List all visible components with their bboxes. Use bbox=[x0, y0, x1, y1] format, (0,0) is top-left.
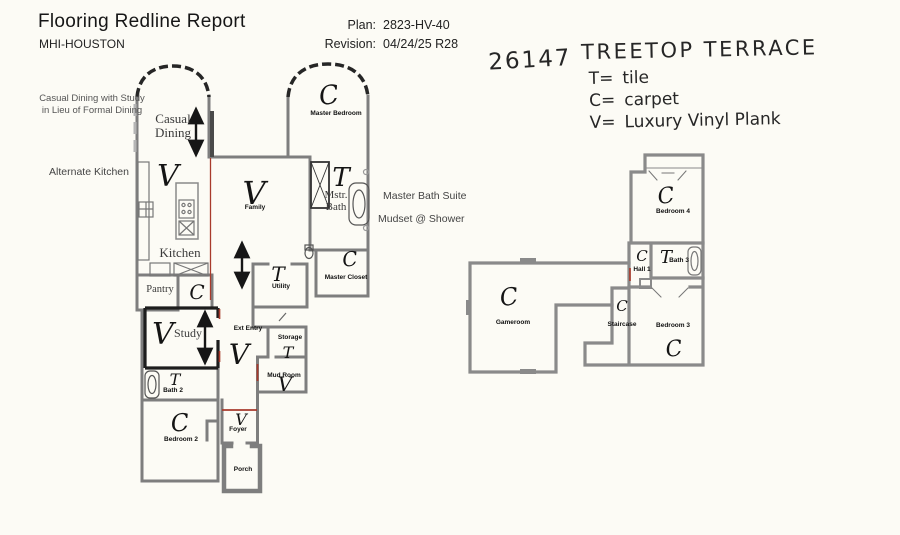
flooring-letter-foyer: V bbox=[235, 410, 248, 429]
page-title: Flooring Redline Report bbox=[38, 11, 246, 32]
room-label-master-closet: Master Closet bbox=[325, 274, 368, 281]
room-label-bath3: Bath 3 bbox=[669, 257, 689, 264]
page-subtitle: MHI-HOUSTON bbox=[39, 37, 125, 51]
room-label-mstr-bath-2: Bath bbox=[326, 201, 347, 213]
room-label-storage: Storage bbox=[278, 334, 303, 341]
flooring-letter-mud-room: V bbox=[278, 372, 295, 396]
master-bath-suite-note: Master Bath Suite bbox=[383, 190, 467, 202]
room-label-casual-dining-1: Casual bbox=[155, 111, 191, 126]
door-swing-icon bbox=[278, 312, 287, 322]
plan-value: 2823-HV-40 bbox=[383, 18, 450, 32]
revision-row: Revision: 04/24/25 R28 bbox=[318, 37, 458, 51]
room-label-master-bedroom: Master Bedroom bbox=[310, 110, 362, 117]
revision-value: 04/24/25 R28 bbox=[383, 37, 459, 51]
floor1-walls-foyer bbox=[220, 398, 259, 445]
island-sink-icon bbox=[178, 220, 195, 236]
floor1-walls-bedroom2-wing bbox=[140, 310, 220, 483]
bath3-tub-icon bbox=[687, 246, 702, 276]
mudset-note: Mudset @ Shower bbox=[378, 213, 465, 225]
floor1-walls-family-master bbox=[207, 94, 370, 252]
floor1-walls-utility bbox=[251, 262, 309, 309]
room-label-staircase: Staircase bbox=[608, 321, 637, 328]
flooring-letter-bath2: T bbox=[170, 370, 182, 389]
door-swing-chevrons bbox=[648, 170, 689, 298]
room-label-mud-room: Mud Room bbox=[267, 372, 301, 379]
flooring-letter-closet-by-pantry: C bbox=[189, 280, 204, 304]
kitchen-counter bbox=[137, 161, 150, 261]
room-label-foyer: Foyer bbox=[229, 426, 247, 433]
plan-info: Plan: 2823-HV-40 Revision: 04/24/25 R28 bbox=[318, 18, 458, 56]
floor1-arched-bays bbox=[135, 62, 370, 98]
kitchen-cabinets bbox=[149, 262, 209, 277]
flooring-letter-gameroom: C bbox=[498, 282, 520, 312]
dining-bay-arch bbox=[135, 64, 211, 98]
room-label-bedroom2: Bedroom 2 bbox=[164, 436, 198, 443]
floor2-walls-bedroom4 bbox=[627, 153, 705, 289]
bath2-tub-icon bbox=[144, 370, 160, 399]
flooring-letter-bedroom4: C bbox=[656, 183, 676, 210]
master-bathtub-icon bbox=[348, 182, 370, 226]
floor1-fixtures bbox=[137, 161, 370, 399]
direction-arrows bbox=[187, 106, 251, 366]
plan-row: Plan: 2823-HV-40 bbox=[318, 18, 458, 32]
room-label-utility: Utility bbox=[272, 283, 290, 290]
flooring-letter-master-closet: C bbox=[341, 246, 359, 271]
room-label-casual-dining-2: Dining bbox=[155, 125, 192, 140]
room-label-porch: Porch bbox=[234, 466, 252, 473]
flooring-letter-storage: T bbox=[283, 343, 295, 362]
range-icon bbox=[138, 201, 154, 218]
floor1-walls-storage-mudroom bbox=[251, 305, 308, 445]
room-label-mstr-bath-1: Mstr. bbox=[325, 189, 348, 201]
flooring-letter-master-bedroom: C bbox=[317, 80, 341, 112]
floor2-plan bbox=[466, 153, 705, 374]
room-label-pantry: Pantry bbox=[146, 284, 174, 295]
room-label-family: Family bbox=[245, 204, 266, 211]
shower-icon bbox=[310, 161, 330, 209]
floor1-walls-porch bbox=[221, 443, 263, 494]
revision-label: Revision: bbox=[324, 37, 376, 51]
master-bedroom-bay-arch bbox=[286, 62, 370, 98]
toilet-icon bbox=[304, 244, 314, 260]
study-walls-bold bbox=[143, 306, 220, 370]
room-label-bedroom3: Bedroom 3 bbox=[656, 322, 690, 329]
redline-marks bbox=[209, 158, 631, 411]
flooring-letter-casual-dining: V bbox=[157, 159, 182, 194]
flooring-letter-utility: T bbox=[271, 262, 286, 286]
flooring-letter-hall1: C bbox=[636, 247, 648, 265]
plan-label: Plan: bbox=[347, 18, 377, 32]
flooring-letter-bath3: T bbox=[660, 247, 674, 268]
floor1-walls-master-bath-closet bbox=[308, 158, 370, 298]
door-knob-icon bbox=[362, 224, 370, 232]
flooring-letter-staircase: C bbox=[616, 297, 628, 315]
room-label-study: Study bbox=[174, 326, 202, 340]
flooring-letter-study: V bbox=[152, 317, 177, 352]
room-label-kitchen: Kitchen bbox=[159, 245, 201, 260]
room-label-ext-entry: Ext Entry bbox=[234, 325, 263, 332]
flooring-letter-ext-entry: V bbox=[229, 338, 252, 371]
room-label-hall1: Hall 1 bbox=[633, 266, 651, 273]
room-label-bath2: Bath 2 bbox=[163, 387, 183, 394]
room-label-gameroom: Gameroom bbox=[496, 319, 531, 326]
flooring-letter-bedroom2: C bbox=[169, 408, 190, 438]
cooktop-icon bbox=[178, 199, 195, 219]
casual-dining-note-line1: Casual Dining with Study bbox=[39, 93, 145, 104]
flooring-letter-family: V bbox=[242, 174, 268, 212]
door-knob-icon bbox=[362, 168, 370, 176]
flooring-letter-mstr-bath: T bbox=[332, 163, 351, 193]
kitchen-island bbox=[175, 182, 199, 240]
flooring-letter-bedroom3: C bbox=[664, 336, 684, 363]
alternate-kitchen-note: Alternate Kitchen bbox=[49, 166, 129, 178]
room-label-bedroom4: Bedroom 4 bbox=[656, 208, 690, 215]
casual-dining-note-line2: in Lieu of Formal Dining bbox=[42, 105, 142, 116]
gameroom-window-notches bbox=[466, 258, 536, 374]
floor2-walls-gameroom bbox=[468, 261, 631, 374]
floor2-walls-bedroom3-staircase bbox=[583, 241, 705, 367]
